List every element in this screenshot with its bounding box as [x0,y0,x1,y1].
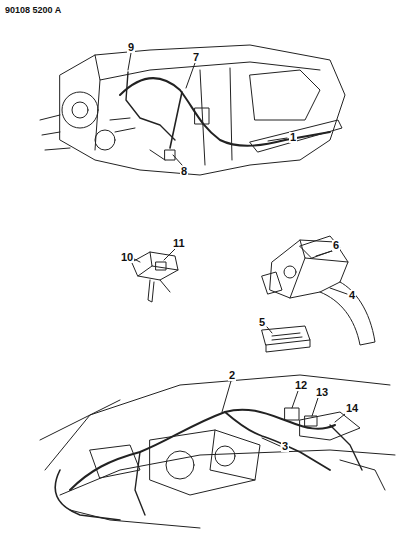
callout-number: 14 [345,403,359,414]
control-module [262,326,310,352]
engine-compartment [40,375,395,528]
callout-number: 12 [294,380,308,391]
callout-number: 2 [228,370,236,381]
air-duct [262,236,375,345]
engine-assembly [40,45,345,175]
callout-number: 6 [332,240,340,251]
reference-number: 90108 5200 A [4,6,62,15]
callout-number: 8 [180,166,188,177]
leader-lines [128,53,347,446]
callout-number: 10 [120,252,134,263]
callout-number: 7 [192,52,200,63]
callout-number: 13 [315,387,329,398]
callout-number: 4 [348,290,356,301]
callout-number: 5 [258,317,266,328]
callout-number: 3 [281,441,289,452]
relay-bracket [132,252,178,302]
callout-number: 11 [172,238,186,249]
callout-number: 1 [289,132,297,143]
callout-number: 9 [127,42,135,53]
